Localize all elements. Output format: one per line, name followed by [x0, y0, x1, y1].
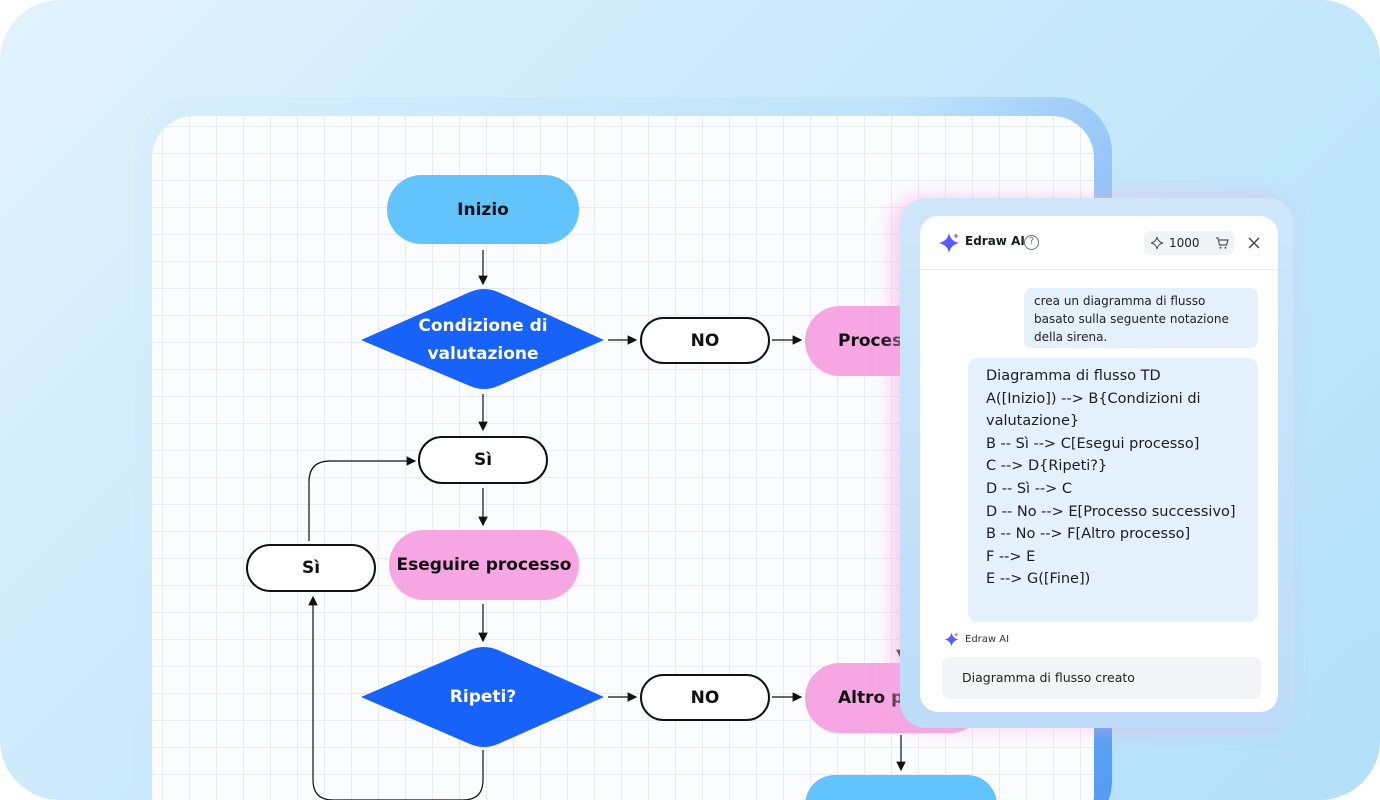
execute-process-node[interactable]: Eseguire processo — [389, 530, 579, 600]
ai-response-line: F --> E — [986, 548, 1036, 565]
ai-response-line: B -- Sì --> C[Esegui processo] — [986, 435, 1200, 452]
end-terminator[interactable] — [805, 775, 997, 800]
close-icon[interactable] — [1246, 235, 1262, 251]
connector-loop-to-yes — [308, 456, 417, 541]
edraw-ai-panel: Edraw AI ? 1000 crea un diagramma di flu… — [920, 216, 1278, 712]
yes-main-label[interactable]: Sì — [418, 436, 548, 484]
sparkle-icon — [939, 233, 959, 253]
ai-response-line: Diagramma di flusso TD — [986, 368, 1161, 384]
ai-response-line: B -- No --> F[Altro processo] — [986, 526, 1191, 543]
decision2-shape[interactable] — [361, 647, 604, 747]
status-message: Diagramma di flusso creato — [942, 657, 1261, 699]
user-message: crea un diagramma di flusso basato sulla… — [1024, 288, 1258, 348]
ai-panel-title: Edraw AI — [965, 234, 1025, 248]
ai-sender-name: Edraw AI — [965, 634, 1010, 645]
ai-response-line: E --> G([Fine]) — [986, 571, 1091, 588]
help-icon[interactable]: ? — [1024, 235, 1039, 250]
start-node[interactable]: Inizio — [387, 175, 579, 244]
ai-response-line: A([Inizio]) --> B{Condizioni di valutazi… — [986, 390, 1206, 430]
decision1-label: Condizione di valutazione — [418, 316, 548, 364]
cart-icon[interactable] — [1214, 235, 1230, 251]
ai-response: Diagramma di flusso TD A([Inizio]) --> B… — [968, 358, 1258, 622]
credits-value: 1000 — [1169, 236, 1200, 250]
ai-response-line: D -- No --> E[Processo successivo] — [986, 503, 1236, 520]
connector-decision2-loop — [308, 595, 484, 800]
ai-panel-header: Edraw AI ? 1000 — [920, 216, 1278, 270]
sparkle-icon — [944, 632, 959, 647]
yes-side-label[interactable]: Sì — [246, 544, 376, 592]
ai-sender: Edraw AI — [944, 632, 1009, 647]
ai-response-line: D -- Sì --> C — [986, 480, 1073, 497]
credits-badge[interactable]: 1000 — [1144, 231, 1234, 255]
sparkle-icon — [1150, 236, 1164, 250]
decision1-shape[interactable] — [361, 289, 604, 389]
decision2-label: Ripeti? — [449, 687, 517, 707]
no2-label[interactable]: NO — [640, 674, 770, 721]
no1-label[interactable]: NO — [640, 317, 770, 364]
ai-response-line: C --> D{Ripeti?} — [986, 458, 1108, 475]
